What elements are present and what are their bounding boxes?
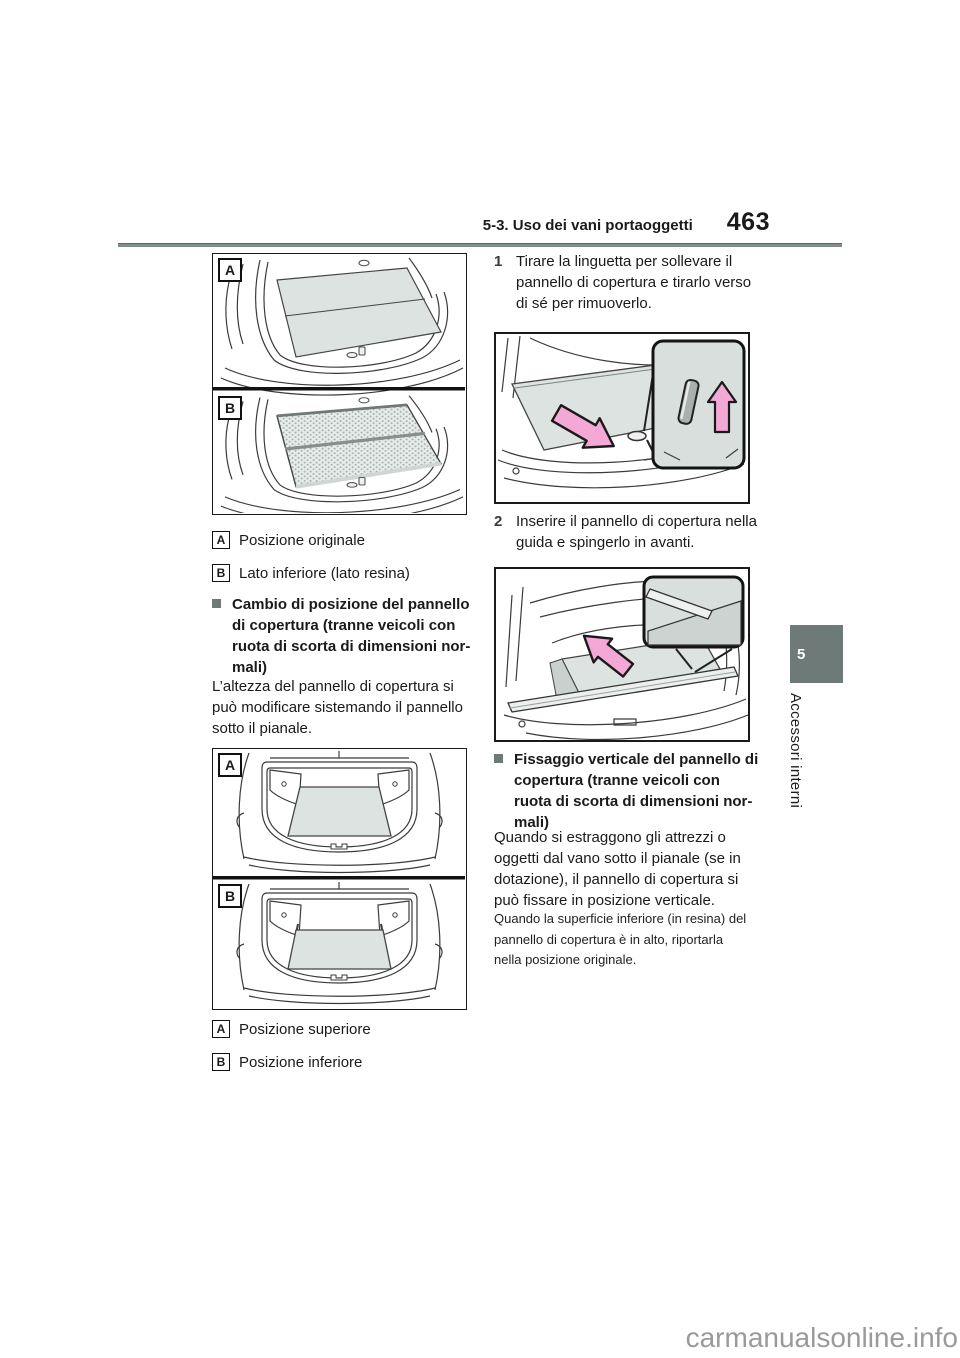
figure-panel-height: A B	[212, 748, 467, 1010]
page-header: 5-3. Uso dei vani portaoggetti 463	[120, 208, 770, 237]
step-2: 2 Inserire il pannello di copertura nell…	[494, 511, 759, 553]
step-text-lines: Tirare la linguetta per sollevare il pann…	[516, 251, 751, 314]
section-title: 5-3. Uso dei vani portaoggetti	[482, 217, 693, 234]
figure-remove-panel	[494, 332, 750, 504]
caption-original-position: A Posizione originale	[212, 531, 365, 549]
watermark-text: carmanualsonline.info	[685, 1322, 958, 1353]
header-divider	[118, 243, 842, 247]
caption-resin-side: B Lato inferiore (lato resina)	[212, 564, 410, 582]
text-line: può fissare in posizione verticale.	[494, 892, 715, 909]
figure-label-b: B	[218, 396, 242, 420]
figure-label-a: A	[218, 258, 242, 282]
section-title-lines: Cambio di posizione del pannello di coper…	[232, 594, 487, 678]
text-line: di copertura (tranne veicoli con	[232, 617, 456, 634]
text-line: Cambio di posizione del pannello	[232, 596, 470, 613]
section-change-position-heading: Cambio di posizione del pannello di coper…	[212, 594, 487, 678]
step-1: 1 Tirare la linguetta per sollevare il pa…	[494, 251, 759, 314]
push-forward-arrow	[582, 634, 635, 678]
chapter-title-vertical: Accessori interni	[787, 693, 804, 809]
caption-text: Lato inferiore (lato resina)	[239, 564, 410, 582]
page-number: 463	[726, 208, 770, 236]
body-lines: Quando si estraggono gli attrezzi o ogget…	[494, 827, 759, 911]
text-line: L’altezza del pannello di copertura si	[212, 678, 454, 695]
marker-a: A	[212, 531, 230, 549]
marker-b: B	[212, 1053, 230, 1071]
step-number: 1	[494, 253, 503, 270]
text-line: pannello di copertura e tirarlo verso	[516, 274, 752, 291]
step-number: 2	[494, 513, 503, 530]
marker-b: B	[212, 564, 230, 582]
figure-panel-sides: A B	[212, 253, 467, 515]
marker-a: A	[212, 1020, 230, 1038]
square-bullet-icon	[494, 754, 503, 763]
chapter-tab: 5	[790, 625, 843, 683]
section-vertical-fix-body: Quando si estraggono gli attrezzi o ogget…	[494, 827, 759, 911]
figure-label-b: B	[218, 884, 242, 908]
section-title-lines: Fissaggio verticale del pannello di coper…	[514, 749, 774, 833]
section-change-position-body: L’altezza del pannello di copertura si pu…	[212, 676, 472, 739]
text-line: Inserire il pannello di copertura nella	[516, 513, 757, 530]
caption-text: Posizione originale	[239, 531, 365, 549]
insert-panel-illustration	[503, 575, 748, 740]
figure-insert-panel	[494, 567, 750, 742]
caption-text: Posizione superiore	[239, 1020, 371, 1038]
pull-out-arrow	[550, 404, 615, 449]
text-line: nella posizione originale.	[494, 952, 637, 967]
text-line: Fissaggio verticale del pannello di	[514, 751, 759, 768]
chapter-number: 5	[797, 645, 806, 663]
text-line: oggetti dal vano sotto il pianale (se in	[494, 850, 741, 867]
text-line: di sé per rimuoverlo.	[516, 295, 652, 312]
step-text-lines: Inserire il pannello di copertura nella g…	[516, 511, 757, 553]
text-line: ruota di scorta di dimensioni nor-	[514, 793, 753, 810]
square-bullet-icon	[212, 599, 221, 608]
text-line: mali)	[232, 659, 268, 676]
tab-detail	[677, 378, 700, 425]
lift-up-arrow	[706, 380, 738, 434]
callout-box	[651, 339, 746, 470]
text-line: Quando si estraggono gli attrezzi o	[494, 829, 726, 846]
caption-lower-position: B Posizione inferiore	[212, 1053, 362, 1071]
figure-label-a: A	[218, 753, 242, 777]
trunk-rear-illustration	[213, 751, 465, 1005]
text-line: può modificare sistemando il pannello	[212, 699, 463, 716]
guide-rail-detail	[645, 588, 713, 620]
text-line: copertura (tranne veicoli con	[514, 772, 720, 789]
text-line: mali)	[514, 814, 550, 831]
note-lines: Quando la superficie inferiore (in resin…	[494, 909, 759, 971]
body-lines: L’altezza del pannello di copertura si pu…	[212, 676, 472, 739]
text-line: guida e spingerlo in avanti.	[516, 534, 695, 551]
guide-panel-detail	[647, 600, 742, 646]
caption-text: Posizione inferiore	[239, 1053, 363, 1071]
text-line: Tirare la linguetta per sollevare il	[516, 253, 733, 270]
text-line: ruota di scorta di dimensioni nor-	[232, 638, 471, 655]
section-vertical-fix-heading: Fissaggio verticale del pannello di coper…	[494, 749, 774, 833]
caption-upper-position: A Posizione superiore	[212, 1020, 371, 1038]
text-line: dotazione), il pannello di copertura si	[494, 871, 739, 888]
pull-tab-illustration	[497, 335, 746, 489]
text-line: Quando la superficie inferiore (in resin…	[494, 911, 747, 926]
text-line: pannello di copertura è in alto, riporta…	[494, 931, 724, 947]
text-line: sotto il pianale.	[212, 720, 313, 737]
trunk-perspective-illustration	[213, 257, 465, 513]
section-vertical-fix-note: Quando la superficie inferiore (in resin…	[494, 909, 759, 971]
